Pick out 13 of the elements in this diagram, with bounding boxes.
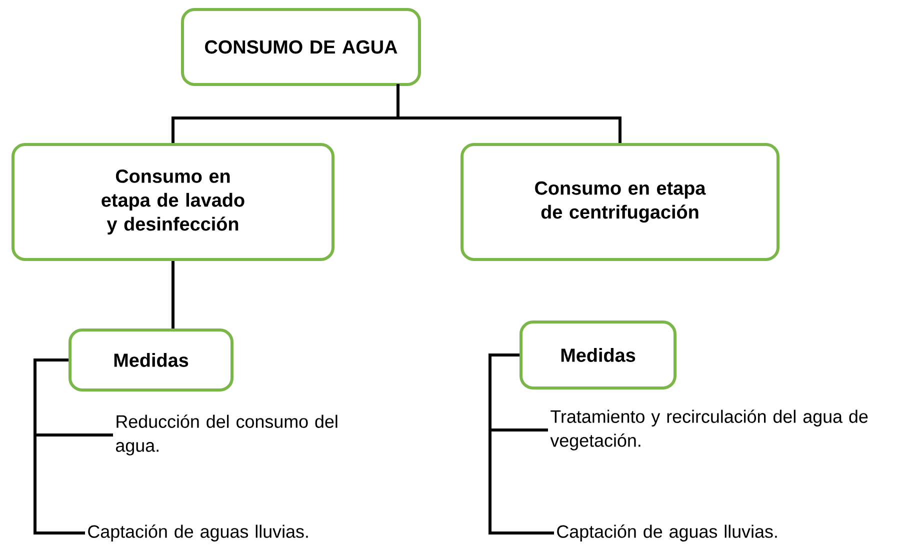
process-box: Consumo en etapa de lavado y desinfección — [12, 143, 334, 261]
process-box: Medidas — [520, 320, 676, 390]
measure-text: Tratamiento y recirculación del agua de vegetación. — [550, 410, 868, 450]
connector-line — [172, 261, 174, 328]
connector-line — [34, 358, 85, 534]
process-box: Medidas — [68, 328, 234, 392]
measure-text: Captación de aguas lluvias. — [88, 524, 308, 542]
measure-text: Captación de aguas lluvias. — [557, 524, 777, 542]
process-box: Consumo en etapa de centrifugación — [460, 143, 780, 261]
measure-text: Reducción del consumo del agua. — [116, 414, 338, 456]
connector-line — [396, 84, 622, 143]
connector-line — [488, 354, 554, 534]
process-box: CONSUMO DE AGUA — [181, 8, 421, 86]
